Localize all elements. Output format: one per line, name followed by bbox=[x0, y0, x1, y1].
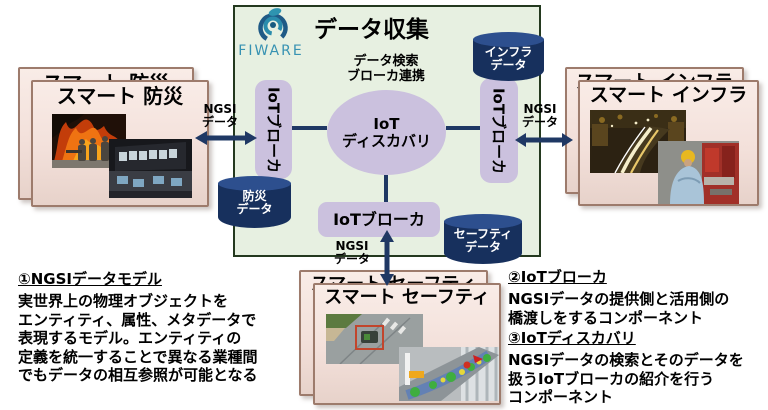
card-smart-infra: スマート インフラ bbox=[578, 80, 759, 206]
connector-line-right bbox=[446, 126, 480, 130]
iot-discovery-node: IoT ディスカバリ bbox=[327, 90, 446, 175]
cylinder-safety-label: セーフティ データ bbox=[453, 227, 513, 254]
database-cylinder-bousai: 防災 データ bbox=[218, 176, 291, 228]
note-heading: ②IoTブローカ bbox=[508, 268, 607, 286]
note-heading: ③IoTディスカバリ bbox=[508, 329, 636, 347]
fiware-wordmark: FIWARE bbox=[238, 43, 304, 59]
iot-broker-right: IoTブローカ bbox=[480, 78, 518, 183]
card-title-bousai: スマート 防災 bbox=[56, 84, 184, 108]
cylinder-cap bbox=[473, 32, 544, 47]
fiware-logo-icon bbox=[258, 8, 288, 43]
database-cylinder-safety: セーフティ データ bbox=[444, 214, 522, 264]
ngsi-arrow-left-icon bbox=[195, 131, 257, 145]
cylinder-cap bbox=[218, 176, 291, 191]
note-iot-discovery: ③IoTディスカバリ NGSIデータの検索とそのデータを 扱うIoTブローカの紹… bbox=[508, 327, 763, 407]
card-smart-safety: スマート セーフティ bbox=[313, 283, 501, 405]
photo-maintenance-worker bbox=[658, 141, 739, 204]
cylinder-cap bbox=[444, 214, 522, 229]
note-body: NGSIデータの検索とそのデータを 扱うIoTブローカの紹介を行う コンポーネン… bbox=[508, 351, 744, 406]
cylinder-infra-label: インフラ データ bbox=[484, 45, 533, 72]
cylinder-bousai-label: 防災 データ bbox=[236, 189, 273, 216]
iot-broker-left-label: IoTブローカ bbox=[264, 86, 282, 173]
photo-crowd-heatmap bbox=[399, 347, 499, 401]
ngsi-data-label-left: NGSI データ bbox=[201, 102, 238, 129]
connector-line-left bbox=[292, 126, 327, 130]
note-body: 実世界上の物理オブジェクトを エンティティ、属性、メタデータで 表現するモデル。… bbox=[18, 292, 258, 384]
card-title-safety: スマート セーフティ bbox=[324, 287, 490, 308]
iot-broker-right-label: IoTブローカ bbox=[489, 87, 508, 174]
iot-broker-bottom: IoTブローカ bbox=[318, 202, 440, 237]
iot-broker-left: IoTブローカ bbox=[255, 80, 292, 179]
connector-line-bottom bbox=[384, 175, 388, 203]
broker-federation-label: データ検索 ブローカ連携 bbox=[346, 54, 425, 84]
note-body: NGSIデータの提供側と活用側の 橋渡しをするコンポーネント bbox=[508, 290, 730, 327]
ngsi-arrow-right-icon bbox=[515, 133, 573, 147]
database-cylinder-infra: インフラ データ bbox=[473, 32, 544, 81]
note-iot-broker: ②IoTブローカ NGSIデータの提供側と活用側の 橋渡しをするコンポーネント bbox=[508, 266, 758, 327]
ngsi-data-label-right: NGSI データ bbox=[521, 102, 558, 129]
card-title-infra: スマート インフラ bbox=[589, 84, 748, 106]
photo-control-room bbox=[109, 139, 192, 198]
iot-discovery-label: IoT ディスカバリ bbox=[342, 114, 431, 150]
ngsi-data-label-bottom: NGSI データ bbox=[333, 239, 370, 266]
note-heading: ①NGSIデータモデル bbox=[18, 270, 162, 288]
panel-title: データ収集 bbox=[314, 17, 429, 43]
ngsi-arrow-bottom-icon bbox=[380, 230, 394, 286]
note-ngsi-data-model: ①NGSIデータモデル 実世界上の物理オブジェクトを エンティティ、属性、メタデ… bbox=[18, 268, 303, 385]
card-smart-bousai: スマート 防災 bbox=[31, 80, 209, 207]
iot-broker-bottom-label: IoTブローカ bbox=[333, 210, 425, 229]
